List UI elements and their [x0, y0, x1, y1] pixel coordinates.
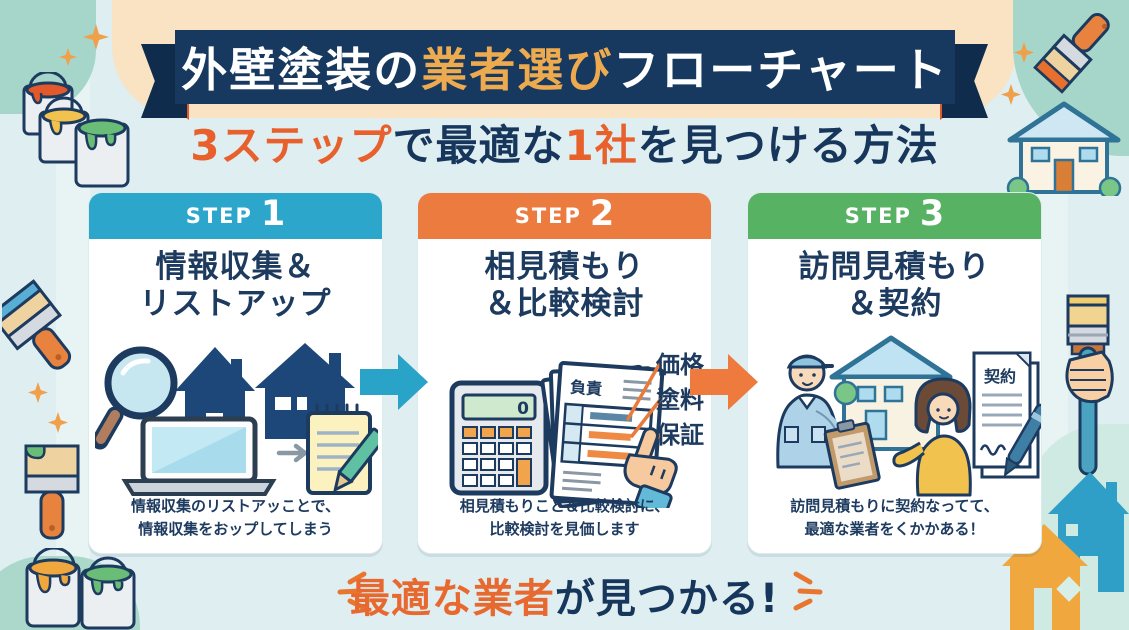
paint-cans-icon [25, 548, 136, 630]
step-3-title: 訪問見積もり ＆契約 [748, 249, 1041, 323]
step-1-card: STEP 1 情報収集＆ リストアップ [88, 192, 383, 554]
subtitle-part-1: 3ステップ [190, 121, 393, 170]
step-2-title-line2: ＆比較検討 [484, 286, 645, 323]
subtitle-part-4: を見つける方法 [637, 121, 939, 170]
step-3-title-line1: 訪問見積もり [798, 249, 991, 285]
contract-label: 契約 [983, 367, 1016, 386]
step-2-header: STEP 2 [418, 193, 711, 239]
document-label: 負責 [569, 378, 602, 399]
footer-part-2: が見つかる! [554, 576, 780, 622]
paint-brush-icon [1033, 12, 1110, 94]
customer-icon [892, 377, 972, 497]
pointing-hand-icon [623, 427, 678, 508]
svg-text:0: 0 [517, 399, 529, 419]
step-1-header: STEP 1 [89, 193, 382, 239]
title-banner: 外壁塗装の業者選びフローチャート [175, 30, 955, 104]
hand-holding-brush-icon [1065, 294, 1114, 476]
step-number: 1 [260, 194, 286, 234]
step-3-desc-line1: 訪問見積もりに契約なってて、 [790, 496, 999, 515]
step-3-card: STEP 3 訪問見積もり ＆契約 [747, 192, 1042, 554]
house-silhouettes-icon [1002, 472, 1129, 630]
transfer-arrow-icon [276, 443, 308, 463]
annotation-warranty: 保証 [656, 421, 704, 449]
paint-can-green [80, 556, 136, 630]
step-3-header: STEP 3 [748, 193, 1041, 239]
sparkle-icon [1001, 42, 1034, 105]
step-2-description: 相見積もりこと＆比較検討に、 比較検討を見価します [418, 495, 711, 542]
subtitle-part-2: で最適な [392, 121, 565, 170]
step-3-illustration: 契約 [776, 335, 1041, 497]
step-1-illustration [95, 343, 378, 496]
paint-cans-icon [22, 72, 130, 188]
emphasis-lines-left [337, 571, 367, 611]
step-2-title-line1: 相見積もり [484, 249, 645, 285]
step-1-desc-line1: 情報収集のリストアッことで、 [131, 496, 340, 515]
magnifier-icon [95, 346, 178, 450]
flow-arrow-orange [690, 354, 758, 410]
paint-brush-blue [2, 279, 72, 370]
title-part-1: 外壁塗装の [181, 43, 422, 97]
step-number: 2 [589, 194, 615, 234]
contract-pen-icon: 契約 [972, 351, 1041, 479]
step-3-title-line2: ＆契約 [846, 286, 943, 323]
paint-can-green [74, 118, 130, 188]
footer-tagline: 最適な業者が見つかる! [0, 566, 1129, 624]
paint-brush-green [24, 444, 80, 540]
paint-can-yellow [25, 548, 81, 628]
flow-arrow-blue [360, 354, 428, 410]
step-number: 3 [919, 194, 945, 234]
step-1-description: 情報収集のリストアッことで、 情報収集をおップしてしまう [89, 495, 382, 542]
hand [1065, 350, 1114, 404]
step-1-desc-line2: 情報収集をおップしてしまう [138, 519, 333, 538]
step-2-title: 相見積もり ＆比較検討 [418, 249, 711, 323]
notepad-pencil-icon [306, 403, 378, 495]
subtitle-part-3: 1社 [564, 121, 638, 170]
paint-brush-house-decoration [1001, 12, 1122, 196]
signature [979, 444, 1007, 456]
sparkle-icon [59, 24, 109, 66]
step-2-illustration: 0 負責 [449, 361, 678, 508]
pencil-icon [333, 427, 378, 493]
emphasis-lines-right [793, 571, 823, 611]
step-label: STEP [514, 204, 582, 228]
step-1-title: 情報収集＆ リストアップ [89, 249, 382, 323]
footer-part-1: 最適な業者 [349, 576, 555, 622]
page-title: 外壁塗装の業者選びフローチャート [181, 34, 949, 100]
step-3-desc-line2: 最適な業者をくかかある！ [804, 519, 985, 538]
step-1-title-line2: リストアップ [139, 286, 332, 323]
calculator-icon: 0 [449, 380, 549, 496]
page-subtitle: 3ステップで最適な1社を見つける方法 [0, 112, 1129, 173]
title-part-3: フローチャート [613, 43, 949, 97]
title-part-2: 業者選び [421, 43, 614, 97]
step-1-title-line1: 情報収集＆ [155, 249, 316, 285]
step-2-card: STEP 2 相見積もり ＆比較検討 0 [417, 192, 712, 554]
step-label: STEP [185, 204, 253, 228]
orange-house-silhouette [1002, 524, 1088, 630]
step-2-desc-line1: 相見積もりこと＆比較検討に、 [459, 496, 670, 515]
step-3-description: 訪問見積もりに契約なってて、 最適な業者をくかかある！ [748, 495, 1041, 542]
step-2-desc-line2: 比較検討を見価します [489, 519, 640, 538]
sparkle-icon [28, 382, 68, 433]
step-label: STEP [844, 204, 912, 228]
pen-icon [1003, 403, 1041, 477]
paint-brush-icon [2, 279, 80, 540]
house-icon [1006, 101, 1122, 196]
laptop-icon [121, 416, 277, 496]
clipboard-icon [823, 419, 881, 490]
